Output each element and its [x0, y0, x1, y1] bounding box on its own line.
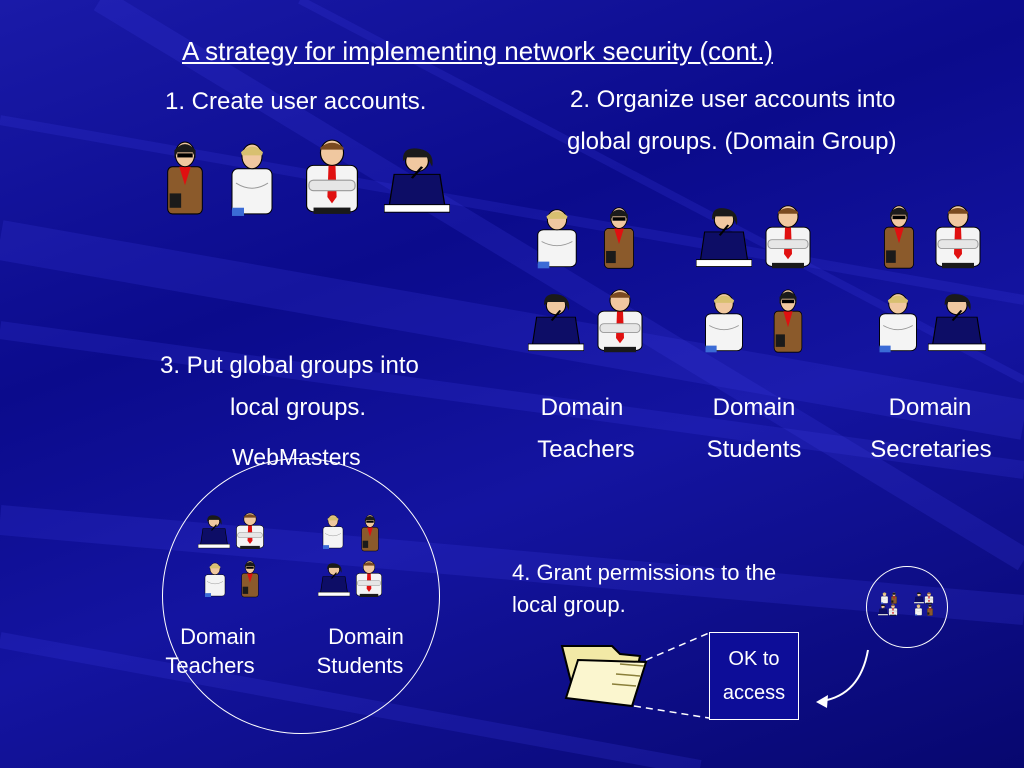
woman-reading-icon [528, 294, 584, 352]
woman-sunglasses-icon [927, 604, 933, 616]
step4-label-line1: 4. Grant permissions to the [512, 560, 777, 585]
step3-label-line1: 3. Put global groups into [160, 352, 419, 379]
member-label-students-line1: Domain [328, 624, 404, 649]
woman-reading-icon [696, 208, 752, 267]
woman-reading-icon [914, 592, 924, 604]
woman-sunglasses-icon [604, 207, 634, 269]
webmasters-circle [162, 458, 440, 734]
step1-label: 1. Create user accounts. [165, 88, 427, 115]
man-blond-icon [231, 143, 273, 216]
group-label-students-line2: Students [706, 436, 802, 463]
woman-reading-icon [198, 515, 230, 549]
group-label-teachers-line1: Domain [540, 394, 624, 421]
woman-reading-icon [384, 148, 450, 213]
ok-to-access-box: OK to access [709, 632, 799, 720]
step3-label-line2: local groups. [230, 394, 367, 421]
local-group-mini-circle [866, 566, 948, 648]
step4-label-line2: local group. [512, 592, 626, 617]
woman-sunglasses-icon [167, 141, 203, 215]
man-blond-icon [914, 604, 923, 616]
group-label-secretaries-line2: Secretaries [870, 436, 992, 463]
woman-sunglasses-icon [241, 560, 259, 598]
man-red-tie-icon [236, 512, 264, 549]
woman-reading-icon [928, 294, 986, 352]
step2-label-line1: 2. Organize user accounts into [570, 86, 896, 113]
man-red-tie-icon [888, 604, 898, 616]
man-blond-icon [322, 514, 344, 550]
member-label-students-line2: Students [316, 653, 404, 678]
man-red-tie-icon [597, 289, 643, 353]
member-label-teachers-line1: Domain [180, 624, 256, 649]
man-red-tie-icon [924, 592, 934, 604]
woman-sunglasses-icon [884, 205, 914, 269]
man-red-tie-icon [306, 139, 358, 214]
man-blond-icon [537, 209, 577, 269]
woman-sunglasses-icon [361, 514, 379, 552]
man-red-tie-icon [935, 205, 981, 269]
ok-box-line1: OK to [728, 648, 780, 670]
man-blond-icon [879, 293, 917, 353]
step2-label-line2: global groups. (Domain Group) [567, 128, 897, 155]
man-blond-icon [204, 562, 226, 598]
woman-sunglasses-icon [773, 289, 803, 353]
group-label-secretaries-line1: Domain [888, 394, 972, 421]
member-label-teachers-line2: Teachers [165, 653, 255, 678]
woman-sunglasses-icon [891, 592, 897, 604]
group-label-students-line1: Domain [712, 394, 796, 421]
slide-title: A strategy for implementing network secu… [182, 36, 774, 66]
woman-reading-icon [878, 604, 888, 616]
man-red-tie-icon [765, 205, 811, 269]
woman-reading-icon [318, 563, 350, 597]
man-blond-icon [705, 293, 743, 353]
group-label-teachers-line2: Teachers [537, 436, 635, 463]
ok-box-line2: access [722, 682, 786, 704]
man-blond-icon [880, 592, 889, 604]
man-red-tie-icon [356, 560, 382, 597]
